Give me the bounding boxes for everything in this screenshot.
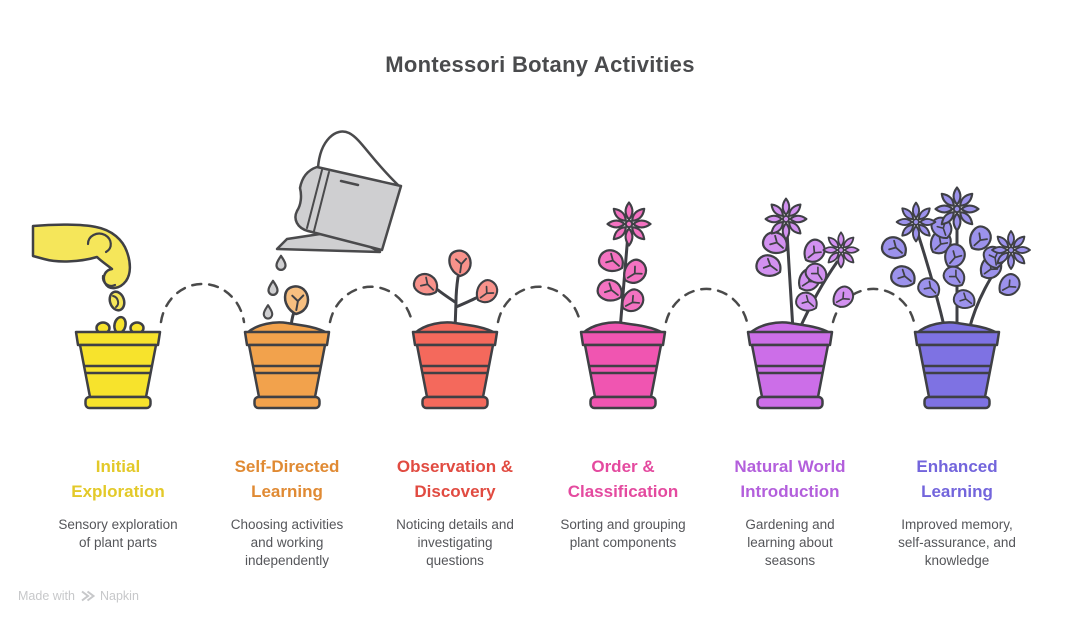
arc-5-6 xyxy=(831,287,916,324)
connector-arcs xyxy=(159,282,916,324)
watering-can-body xyxy=(294,165,403,252)
arc-3-4 xyxy=(496,285,582,324)
stage-description: Improved memory, self-assurance, and kno… xyxy=(898,517,1016,568)
stage-description: Choosing activities and working independ… xyxy=(230,517,344,568)
stage-heading: Order & Classification xyxy=(567,457,679,501)
pot-5 xyxy=(746,321,834,410)
soil-mound xyxy=(245,321,329,335)
plant-stage-5 xyxy=(752,199,858,332)
stage-column-order-classification: Order & Classification Sorting and group… xyxy=(538,454,708,552)
soil-mound xyxy=(915,321,999,335)
pot-4 xyxy=(579,321,667,410)
arc-2-3 xyxy=(328,285,414,324)
watermark-prefix: Made with xyxy=(18,589,75,603)
page-title: Montessori Botany Activities xyxy=(385,52,695,77)
pot-6 xyxy=(913,321,1001,410)
stage-heading: Self-Directed Learning xyxy=(234,457,340,501)
soil-mound xyxy=(748,321,832,335)
pot-2 xyxy=(243,321,331,410)
stage-column-enhanced-learning: Enhanced Learning Improved memory, self-… xyxy=(872,454,1042,570)
plant-stage-3 xyxy=(409,249,503,332)
hand-icon xyxy=(31,223,132,312)
stage-column-self-directed-learning: Self-Directed Learning Choosing activiti… xyxy=(202,454,372,570)
watermark-brand: Napkin xyxy=(99,589,139,603)
soil-mound xyxy=(581,321,665,335)
stage-description: Gardening and learning about seasons xyxy=(745,517,835,568)
stage-description: Noticing details and investigating quest… xyxy=(396,517,514,568)
stage-heading: Natural World Introduction xyxy=(734,457,846,501)
stage-column-initial-exploration: Initial Exploration Sensory exploration … xyxy=(33,454,203,552)
stage-column-natural-world-introduction: Natural World Introduction Gardening and… xyxy=(705,454,875,570)
stage-heading: Observation & Discovery xyxy=(396,457,514,501)
watermark: Made with Napkin xyxy=(18,589,139,603)
pot-3 xyxy=(411,321,499,410)
pot-1 xyxy=(74,315,162,410)
arc-4-5 xyxy=(664,287,749,324)
arc-1-2 xyxy=(159,282,246,324)
plant-stage-6 xyxy=(877,188,1030,332)
stage-description: Sorting and grouping plant components xyxy=(560,517,686,550)
napkin-logo-icon xyxy=(80,590,95,602)
stage-heading: Initial Exploration xyxy=(71,457,165,501)
plant-stage-4 xyxy=(593,203,650,332)
stage-description: Sensory exploration of plant parts xyxy=(58,517,178,550)
stage-column-observation-discovery: Observation & Discovery Noticing details… xyxy=(370,454,540,570)
watering-can-icon xyxy=(262,130,403,320)
soil-mound xyxy=(413,321,497,335)
stage-heading: Enhanced Learning xyxy=(916,457,998,501)
water-drops xyxy=(262,254,287,320)
